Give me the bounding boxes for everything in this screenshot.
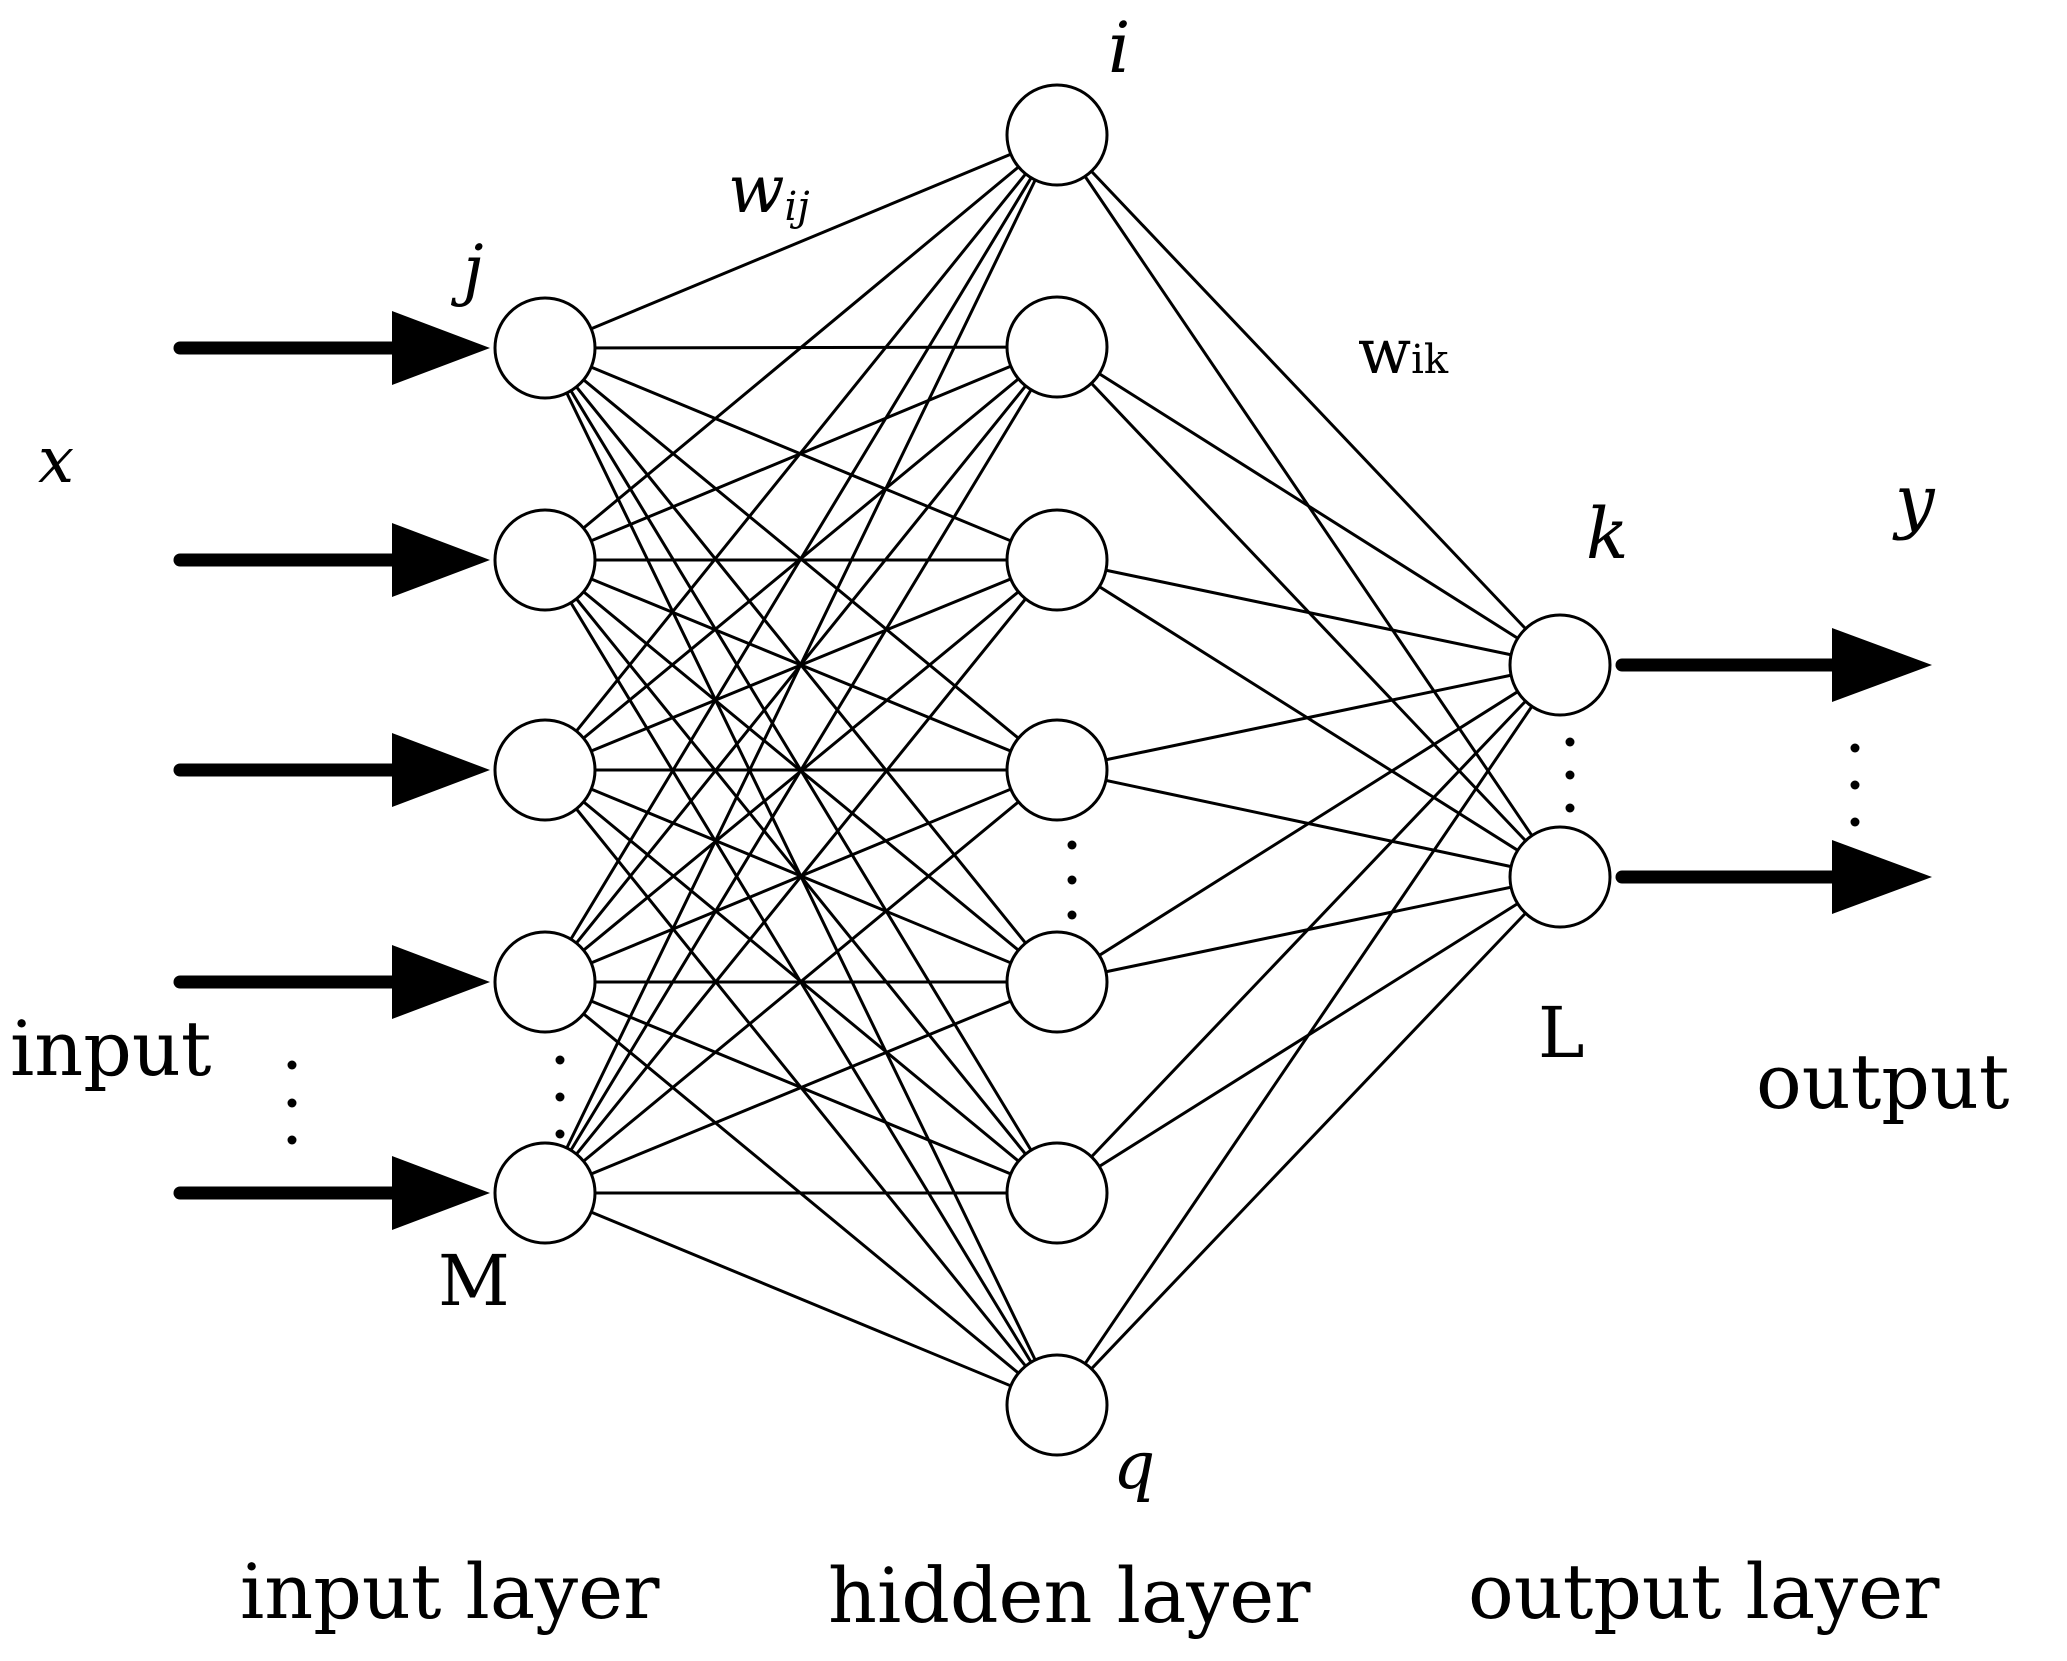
input-node-3 xyxy=(493,718,597,822)
output-arrow-1 xyxy=(1615,628,1932,702)
input-arrow-1 xyxy=(173,311,490,385)
edge-hidden-3-output-1 xyxy=(1056,558,1561,667)
edge-input-1-hidden-1 xyxy=(544,133,1058,350)
output-layer-ellipsis xyxy=(1565,737,1575,813)
label-hidden-layer: hidden layer xyxy=(828,1551,1311,1640)
hidden-node-4 xyxy=(1005,718,1109,822)
label-M: M xyxy=(438,1240,510,1322)
input-arrow-2 xyxy=(173,523,490,597)
label-q: q xyxy=(1113,1427,1155,1504)
input-arrow-3 xyxy=(173,733,490,807)
input-side-ellipsis xyxy=(287,1060,297,1145)
label-output: output xyxy=(1756,1037,2009,1126)
hidden-node-5 xyxy=(1005,930,1109,1034)
label-wij: wij xyxy=(728,151,810,230)
edge-input-3-hidden-1 xyxy=(543,134,1059,771)
nodes xyxy=(493,83,1612,1457)
label-wik-main: w xyxy=(1358,315,1411,388)
edge-hidden-6-output-1 xyxy=(1055,663,1562,1195)
label-input-layer: input layer xyxy=(240,1547,660,1636)
edge-hidden-5-output-1 xyxy=(1056,663,1561,984)
output-node-1 xyxy=(1508,613,1612,717)
edge-hidden-7-output-1 xyxy=(1055,664,1562,1406)
label-input: input xyxy=(10,1004,211,1093)
input-node-5 xyxy=(493,1141,597,1245)
output-side-ellipsis xyxy=(1850,743,1860,827)
edge-hidden-7-output-2 xyxy=(1055,875,1562,1407)
label-k: k xyxy=(1586,493,1628,575)
input-arrow-4 xyxy=(173,945,490,1019)
hidden-layer-ellipsis xyxy=(1067,840,1077,920)
input-arrow-5 xyxy=(173,1156,490,1230)
output-arrows xyxy=(1615,628,1932,914)
edge-input-5-hidden-4 xyxy=(544,768,1058,1195)
label-wik: wik xyxy=(1358,315,1449,388)
label-wij-sub: ij xyxy=(785,184,810,230)
input-layer-ellipsis xyxy=(555,1055,565,1139)
connections xyxy=(543,133,1562,1407)
output-arrow-2 xyxy=(1615,840,1932,914)
input-node-2 xyxy=(493,508,597,612)
label-j: j xyxy=(450,231,483,308)
input-arrows xyxy=(173,311,490,1230)
label-output-layer: output layer xyxy=(1468,1547,1940,1636)
edge-input-5-hidden-3 xyxy=(543,559,1059,1194)
edge-hidden-2-output-1 xyxy=(1056,345,1561,667)
ellipses xyxy=(287,737,1860,1145)
output-node-2 xyxy=(1508,825,1612,929)
hidden-node-3 xyxy=(1005,508,1109,612)
hidden-node-6 xyxy=(1005,1141,1109,1245)
labels: x input j M wij i q wik k L y output inp… xyxy=(10,7,2009,1640)
input-node-4 xyxy=(493,930,597,1034)
edge-input-5-hidden-5 xyxy=(544,980,1058,1195)
edge-hidden-1-output-1 xyxy=(1055,133,1562,667)
hidden-node-2 xyxy=(1005,295,1109,399)
edge-input-2-hidden-1 xyxy=(544,133,1058,562)
hidden-node-1 xyxy=(1005,83,1109,187)
label-y: y xyxy=(1892,460,1936,542)
edge-hidden-4-output-1 xyxy=(1056,663,1561,772)
label-L: L xyxy=(1538,992,1584,1074)
label-wik-sub: ik xyxy=(1411,337,1449,383)
edge-input-4-hidden-1 xyxy=(543,134,1059,983)
edge-input-5-hidden-7 xyxy=(544,1191,1058,1407)
input-node-1 xyxy=(493,296,597,400)
label-wij-main: w xyxy=(728,151,785,228)
label-i: i xyxy=(1108,7,1130,89)
label-x: x xyxy=(38,424,74,498)
edge-input-5-hidden-2 xyxy=(543,346,1059,1194)
hidden-node-7 xyxy=(1005,1353,1109,1457)
edge-input-5-hidden-1 xyxy=(543,134,1059,1194)
